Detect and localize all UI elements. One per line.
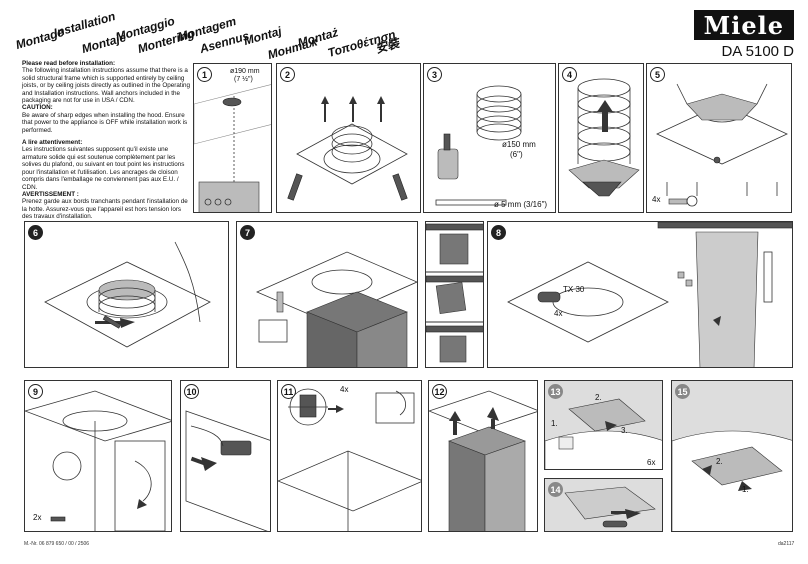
step-number: 2 (280, 67, 295, 82)
step-order-label: 1. (551, 419, 558, 428)
step-9-illustration (25, 390, 171, 531)
bracket-detail-illustration (426, 223, 483, 363)
step-6-illustration (44, 241, 211, 348)
torx-label: TX 30 (563, 285, 585, 294)
model-number: DA 5100 D (721, 43, 794, 60)
step-number: 8 (491, 225, 506, 240)
step-order-label: 3. (621, 426, 628, 435)
instructions-text: Please read before installation: The fol… (22, 60, 192, 221)
step-1-panel: 1 ø190 mm (7 ½") (193, 63, 272, 213)
step-number: 13 (548, 384, 563, 399)
step-order-label: 2. (716, 457, 723, 466)
caution-body: Be aware of sharp edges when installing … (22, 111, 188, 134)
step-number: 12 (432, 384, 447, 399)
brand-logo: Miele (693, 10, 794, 40)
step-7-panel: 7 (236, 221, 418, 368)
step-7-detail-panel (425, 221, 484, 368)
diameter-label: ø150 mm (502, 140, 536, 149)
drill-bit-label: ø 5 mm (3/16") (494, 200, 548, 209)
step-6-panel: 6 (24, 221, 229, 368)
step-number: 1 (197, 67, 212, 82)
step-7-illustration (256, 251, 417, 367)
step-15-illustration (672, 430, 792, 531)
step-order-label: 1. (742, 485, 749, 494)
step-2-panel: 2 (276, 63, 421, 213)
step-4-panel: 4 (558, 63, 644, 213)
step-5-illustration (656, 83, 788, 207)
step-11-panel: 11 4x (277, 380, 422, 532)
caution-heading: CAUTION: (22, 104, 53, 112)
instruction-body: The following installation instructions … (22, 67, 190, 105)
document-number: M.-Nr. 06 879 650 / 00 / 2506 (24, 541, 90, 547)
language-header: Montage Installation Montaje Montaggio M… (14, 2, 414, 62)
step-number: 3 (427, 67, 442, 82)
step-9-panel: 9 2x (24, 380, 172, 532)
step-14-panel: 14 (544, 478, 663, 532)
quantity-label: 2x (33, 513, 42, 522)
quantity-label: 4x (340, 385, 349, 394)
step-number: 4 (562, 67, 577, 82)
step-number: 11 (281, 384, 296, 399)
step-15-panel: 15 2. 1. (671, 380, 793, 532)
step-order-label: 2. (595, 393, 602, 402)
step-number: 9 (28, 384, 43, 399)
step-number: 7 (240, 225, 255, 240)
step-3-illustration (435, 85, 522, 206)
step-10-panel: 10 (180, 380, 271, 532)
step-5-panel: 5 4x (646, 63, 792, 213)
quantity-label: 4x (652, 195, 661, 204)
quantity-label: 4x (554, 309, 563, 318)
instruction-heading-fr: A lire attentivement: (22, 139, 83, 147)
diameter-label: ø190 mm (230, 68, 260, 75)
drawing-id: da2117 (778, 541, 795, 547)
step-8-panel: 8 TX 30 4x (487, 221, 793, 368)
step-3-panel: 3 ø150 mm (6") ø 5 mm (3/16") (423, 63, 556, 213)
step-number: 14 (548, 482, 563, 497)
step-8-illustration (507, 222, 792, 367)
instruction-body-fr: Les instructions suivantes supposent qu'… (22, 146, 185, 191)
step-10-illustration (185, 410, 270, 531)
step-number: 5 (650, 67, 665, 82)
caution-heading-fr: AVERTISSEMENT : (22, 190, 79, 198)
step-2-illustration (287, 96, 408, 201)
step-number: 10 (184, 384, 199, 399)
step-13-panel: 13 2. 1. 3. 6x (544, 380, 663, 470)
step-number: 6 (28, 225, 43, 240)
step-11-illustration (278, 388, 421, 531)
diameter-label-inch: (6") (510, 150, 523, 159)
step-number: 15 (675, 384, 690, 399)
step-4-illustration (568, 78, 640, 197)
step-14-illustration (564, 486, 656, 528)
caution-body-fr: Prenez garde aux bords tranchants pendan… (22, 198, 188, 221)
step-13-illustration (545, 398, 662, 469)
instruction-heading: Please read before installation: (22, 60, 116, 67)
step-12-panel: 12 (428, 380, 538, 532)
step-12-illustration (429, 390, 537, 531)
quantity-label: 6x (647, 458, 656, 467)
step-1-illustration (194, 84, 271, 212)
diameter-label-inch: (7 ½") (234, 76, 253, 83)
